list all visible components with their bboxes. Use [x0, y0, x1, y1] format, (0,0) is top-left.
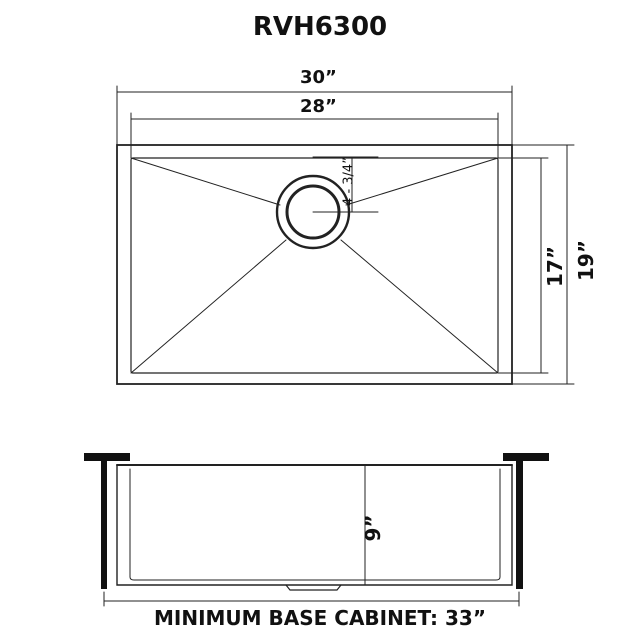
inner-width-dimension-line — [130, 112, 499, 159]
drain-offset-dimension-line — [312, 156, 379, 213]
outer-width-label: 30” — [300, 67, 337, 88]
basin-slope-lines — [130, 157, 499, 374]
sink-inner-basin — [130, 157, 499, 374]
sink-outer-rim — [116, 144, 513, 385]
sink-bowl-inner — [129, 468, 501, 581]
sink-bowl-outer — [116, 464, 513, 586]
right-countertop — [503, 453, 549, 461]
inner-width-label: 28” — [300, 96, 337, 117]
outer-width-dimension-line — [116, 85, 513, 146]
minimum-base-cabinet-label: MINIMUM BASE CABINET: 33” — [153, 606, 486, 630]
bowl-height-label: 9” — [361, 514, 385, 542]
drain-offset-label: 4 - 3/4” — [341, 157, 357, 206]
outer-depth-dimension-line — [511, 144, 575, 385]
model-title: RVH6300 — [252, 12, 388, 42]
outer-depth-label: 19” — [574, 240, 598, 281]
inner-depth-label: 17” — [543, 246, 567, 287]
inner-depth-dimension-line — [497, 157, 549, 374]
cabinet-dimension-line — [103, 591, 520, 607]
left-countertop — [84, 453, 130, 461]
side-view — [84, 453, 549, 607]
